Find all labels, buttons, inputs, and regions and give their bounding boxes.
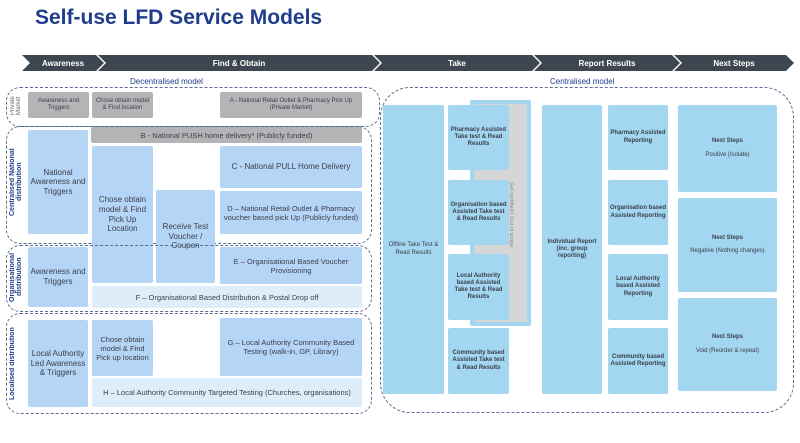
take-item: Organisation based Assisted Take test & … <box>448 180 509 245</box>
private-awareness: Awareness and Triggers <box>28 92 89 118</box>
org-awareness: Awareness and Triggers <box>28 247 88 307</box>
model-c: C - National PULL Home Delivery <box>220 146 362 188</box>
national-label: Centralised National distribution <box>9 148 23 216</box>
report-item: Pharmacy Assisted Reporting <box>608 105 668 170</box>
stage-awareness: Awareness <box>22 55 104 71</box>
take-item: Community based Assisted Take test & Rea… <box>448 328 509 394</box>
decentralised-label: Decentralised model <box>130 77 203 86</box>
organisational-label: Organisational distribution <box>9 252 23 302</box>
next-step-text: Void (Reorder & repeat) <box>695 347 760 354</box>
report-item: Organisation based Assisted Reporting <box>608 180 668 245</box>
centralised-label: Centralised model <box>550 77 615 86</box>
report-item: Local Authority based Assisted Reporting <box>608 254 668 320</box>
next-step-title: Next Steps <box>711 234 743 241</box>
report-item: Community based Assisted Reporting <box>608 328 668 394</box>
private-chose: Chose obtain model & Find location <box>92 92 153 118</box>
private-market-label: Private Market <box>10 96 22 116</box>
receive-voucher: Receive Test Voucher / Coupon <box>156 190 215 283</box>
individual-report: Individual Report (inc. group reporting) <box>542 105 602 394</box>
model-f: F – Organisational Based Distribution & … <box>92 286 362 308</box>
next-step-text: Positive (Isolate) <box>705 151 750 158</box>
take-item: Pharmacy Assisted Take test & Read Resul… <box>448 105 509 170</box>
organisational-group <box>6 245 372 312</box>
localised-group <box>6 313 372 414</box>
local-awareness: Local Authority Led Awareness & Triggers <box>28 320 88 407</box>
stage-find-obtain: Find & Obtain <box>98 55 380 71</box>
model-h: H – Local Authority Community Targeted T… <box>92 378 362 407</box>
offline-take-test: Offline Take Test & Read Results <box>383 105 444 394</box>
model-d: D – National Retail Outlet & Pharmacy vo… <box>220 191 362 234</box>
take-item: Local Authority based Assisted Take test… <box>448 254 509 320</box>
model-a: A - National Retail Outlet & Pharmacy Pi… <box>220 92 362 118</box>
national-awareness: National Awareness and Triggers <box>28 130 88 234</box>
stage-next-steps: Next Steps <box>674 55 794 71</box>
stage-report-results: Report Results <box>534 55 680 71</box>
model-e: E – Organisational Based Voucher Provisi… <box>220 247 362 284</box>
centralised-group <box>380 87 794 413</box>
next-step-title: Next Steps <box>711 334 743 341</box>
next-step-text: Negative (Nothing changes) <box>690 248 765 254</box>
stage-take: Take <box>374 55 540 71</box>
model-g: G – Local Authority Community Based Test… <box>220 318 362 376</box>
next-step-title: Next Steps <box>711 138 743 145</box>
certified-label: Get certified | Out of scope <box>508 182 514 248</box>
local-chose: Chose obtain model & Find Pick up locati… <box>92 320 153 376</box>
national-chose: Chose obtain model & Find Pick Up Locati… <box>92 146 153 283</box>
model-b: B - National PUSH home delivery* (Public… <box>91 127 362 143</box>
page-title: Self-use LFD Service Models <box>35 6 323 29</box>
localised-label: Localised distribution <box>9 327 16 400</box>
